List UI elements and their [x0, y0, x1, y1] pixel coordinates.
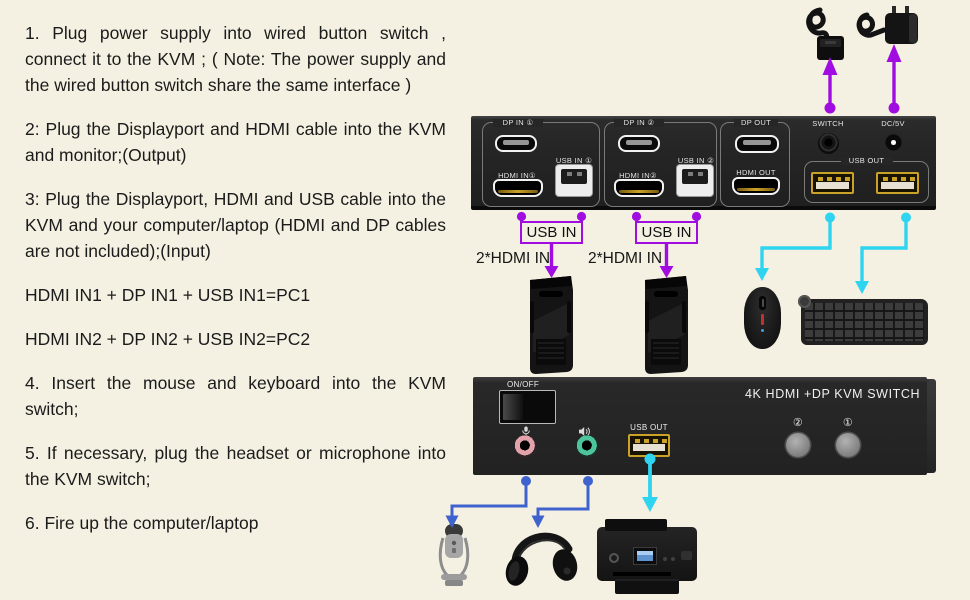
keyboard-illustration	[798, 295, 928, 345]
printer-illustration	[597, 515, 701, 595]
instruction-step-5: 5. If necessary, plug the headset or mic…	[25, 443, 446, 489]
power-rocker-switch	[499, 390, 556, 424]
usb-in-callout-pc1: USB IN	[520, 221, 583, 244]
dp-out-port	[735, 135, 779, 153]
printer-power-button	[681, 551, 692, 560]
on-off-label: ON/OFF	[507, 380, 540, 389]
instruction-pc1-formula: HDMI IN1 + DP IN1 + USB IN1=PC1	[25, 285, 311, 305]
usb-out-front-port	[628, 434, 670, 457]
select-button-2	[786, 433, 810, 457]
headphones-illustration	[505, 532, 578, 586]
printer-paper-tray	[615, 579, 679, 594]
dp-in-2-port	[618, 135, 660, 152]
instruction-list: 1. Plug power supply into wired button s…	[25, 20, 446, 554]
mouse-illustration	[744, 287, 781, 349]
printer-lid	[605, 519, 667, 531]
instruction-step-6: 6. Fire up the computer/laptop	[25, 513, 259, 533]
switch-jack	[818, 133, 839, 154]
pc2-port-group: DP IN ② USB IN ② HDMI IN②	[604, 119, 717, 207]
hdmi-in-1-port	[493, 179, 543, 197]
kvm-back-panel: DP IN ① USB IN ① HDMI IN① DP IN ② USB IN…	[471, 116, 936, 210]
instruction-step-1: 1. Plug power supply into wired button s…	[25, 23, 446, 95]
usb-out-front-label: USB OUT	[630, 423, 668, 432]
select-button-2-label: ②	[792, 417, 804, 429]
usb-in-1-label: USB IN ①	[555, 156, 593, 165]
hdmi-out-port	[732, 177, 780, 195]
dc-5v-jack	[883, 132, 904, 153]
instruction-step-2: 2: Plug the Displayport and HDMI cable i…	[25, 119, 446, 165]
microphone-illustration	[438, 524, 470, 586]
hdmi-in-2-port	[614, 179, 664, 197]
model-name: 4K HDMI +DP KVM SWITCH	[745, 387, 921, 401]
mic-jack	[514, 435, 537, 458]
dp-in-1-label: DP IN ①	[493, 119, 543, 127]
output-port-group: DP OUT HDMI OUT	[720, 119, 790, 207]
mouse-led	[761, 329, 764, 332]
hdmi-in-callout-pc1: 2*HDMI IN	[476, 250, 551, 267]
printer-screen	[633, 547, 657, 565]
usb-in-2-label: USB IN ②	[677, 156, 715, 165]
speaker-icon	[579, 427, 590, 436]
select-button-1-label: ①	[842, 417, 854, 429]
mouse-stripe	[760, 314, 764, 325]
dc-jack-label: DC/5V	[881, 119, 905, 128]
select-button-1	[836, 433, 860, 457]
instruction-step-4: 4. Insert the mouse and keyboard into th…	[25, 373, 446, 419]
pc1-tower-illustration	[530, 276, 573, 374]
usb-in-2-port	[676, 164, 714, 197]
pc1-port-group: DP IN ① USB IN ① HDMI IN①	[482, 119, 600, 207]
hdmi-out-label: HDMI OUT	[736, 168, 776, 177]
dp-out-label: DP OUT	[734, 119, 778, 127]
power-supply-illustration	[856, 6, 918, 44]
hdmi-in-1-label: HDMI IN①	[498, 171, 536, 180]
usb-out-back-label: USB OUT	[840, 157, 893, 165]
dp-in-1-port	[495, 135, 537, 152]
mouse-wheel	[759, 296, 766, 310]
wired-button-switch-illustration	[806, 7, 844, 60]
switch-jack-label: SWITCH	[812, 119, 844, 128]
instruction-pc2-formula: HDMI IN2 + DP IN2 + USB IN2=PC2	[25, 329, 311, 349]
usb-out-group: USB OUT	[804, 157, 929, 203]
pc2-tower-illustration	[645, 276, 688, 374]
printer-knob	[609, 553, 619, 563]
usb-out-port-b	[876, 172, 919, 194]
usb-out-port-a	[811, 172, 854, 194]
usb-in-callout-pc2: USB IN	[635, 221, 698, 244]
kvm-front-panel: ON/OFF USB OUT 4K HDMI +DP KVM SWITCH ② …	[473, 377, 936, 475]
printer-buttons	[663, 557, 667, 561]
dp-in-2-label: DP IN ②	[614, 119, 664, 127]
hdmi-in-callout-pc2: 2*HDMI IN	[588, 250, 663, 267]
hdmi-in-2-label: HDMI IN②	[619, 171, 657, 180]
instruction-step-3: 3: Plug the Displayport, HDMI and USB ca…	[25, 189, 446, 261]
usb-in-1-port	[555, 164, 593, 197]
printer-output-slot	[613, 572, 671, 576]
audio-jack	[576, 435, 599, 458]
